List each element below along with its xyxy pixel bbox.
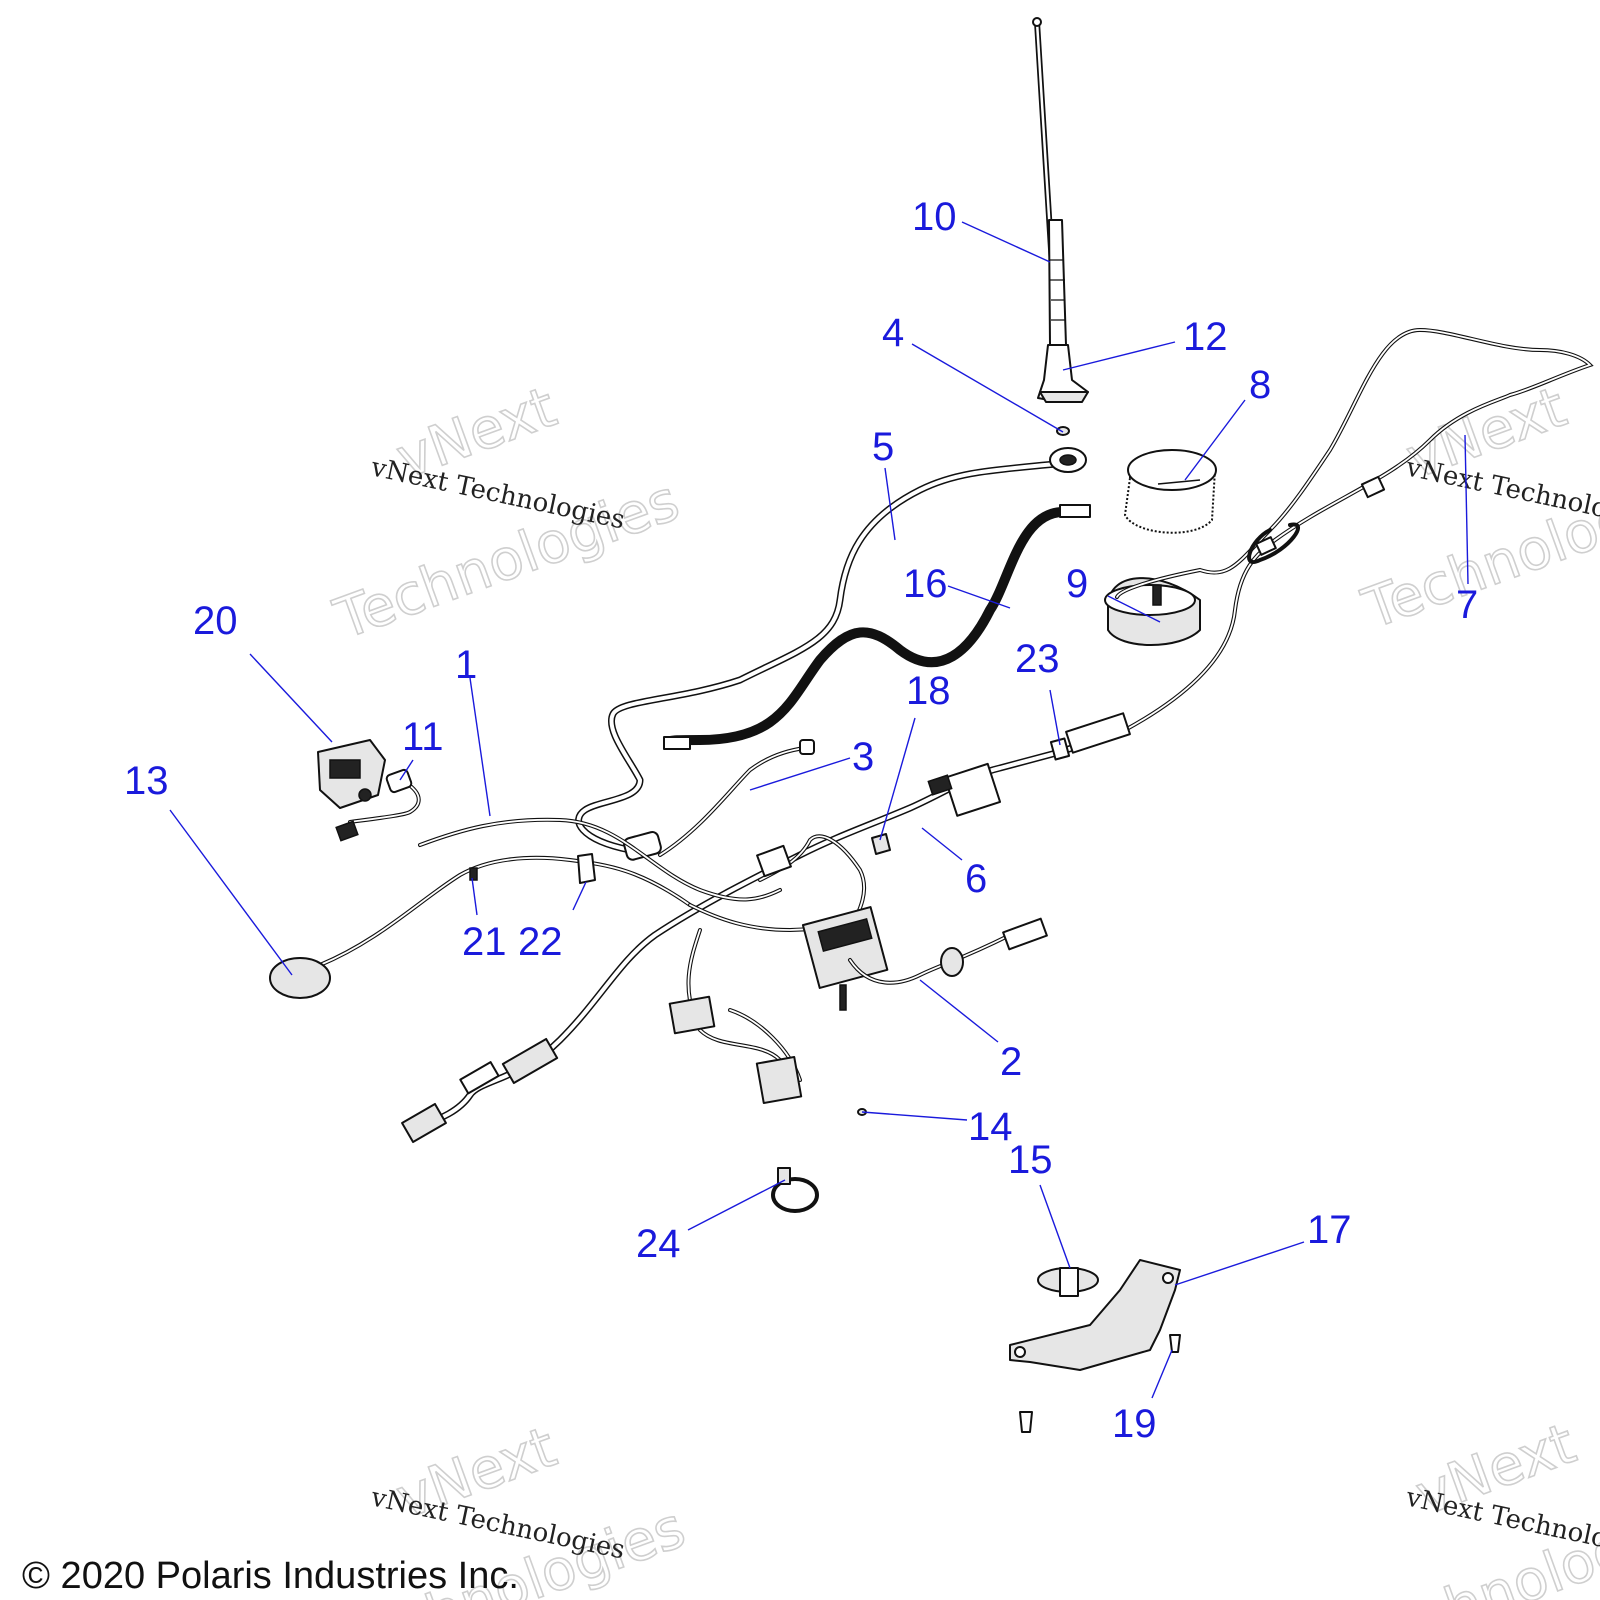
callout-8: 8 xyxy=(1249,363,1271,407)
callout-11: 11 xyxy=(402,715,444,759)
callout-17: 17 xyxy=(1307,1208,1352,1252)
clamp-part-24 xyxy=(771,1167,819,1213)
callout-13: 13 xyxy=(124,759,169,803)
clip-part-23 xyxy=(1049,737,1071,761)
callout-10: 10 xyxy=(912,195,957,239)
watermark-top-left: vNext Technologies vNext Technologies xyxy=(325,374,688,653)
callout-24: 24 xyxy=(636,1222,681,1266)
pigtail-part-2 xyxy=(848,917,1048,985)
cable-part-6 xyxy=(401,712,1131,1144)
callout-23: 23 xyxy=(1015,637,1060,681)
callout-labels: 10 12 4 5 8 16 9 7 23 18 3 6 1 11 20 13 … xyxy=(124,195,1478,1446)
ground-strap-part-16 xyxy=(663,504,1091,750)
callout-5: 5 xyxy=(872,425,894,469)
callout-4: 4 xyxy=(882,311,904,355)
callout-22: 22 xyxy=(518,920,563,964)
cover-part-8 xyxy=(1124,449,1217,534)
sensor-lead xyxy=(318,855,692,967)
watermark-small: vNext Technologies xyxy=(368,452,628,535)
callout-14: 14 xyxy=(968,1105,1013,1149)
watermark-bottom-right: vNext Technologies vNext Technologies xyxy=(1350,1411,1600,1600)
harness-part-1 xyxy=(418,817,782,902)
grommet-part-15 xyxy=(1037,1267,1099,1297)
callout-7: 7 xyxy=(1456,583,1478,627)
nut-part-4 xyxy=(1056,426,1070,436)
speaker-part-9 xyxy=(1104,577,1201,646)
harness-part-7 xyxy=(1115,327,1594,732)
sensor-pad-part-13 xyxy=(269,957,331,999)
central-harness-bundle xyxy=(668,834,889,1104)
switch-part-20 xyxy=(317,739,386,809)
cable-part-3 xyxy=(658,739,815,857)
callout-21: 21 xyxy=(462,920,507,964)
callout-20: 20 xyxy=(193,599,238,643)
leader-lines xyxy=(169,221,1469,1399)
callout-15: 15 xyxy=(1008,1138,1053,1182)
copyright-notice: © 2020 Polaris Industries Inc. xyxy=(22,1555,519,1597)
callout-6: 6 xyxy=(965,857,987,901)
callout-16: 16 xyxy=(903,562,948,606)
callout-2: 2 xyxy=(1000,1040,1022,1084)
clip-part-21 xyxy=(469,867,478,881)
antenna-base-part-12 xyxy=(1037,344,1089,403)
antenna-part-10 xyxy=(1032,17,1067,346)
callout-1: 1 xyxy=(455,643,477,687)
connector-part-11 xyxy=(335,768,421,842)
callout-19: 19 xyxy=(1112,1402,1157,1446)
antenna-cable-part-5 xyxy=(575,447,1087,861)
callout-3: 3 xyxy=(852,735,874,779)
callout-18: 18 xyxy=(906,669,951,713)
callout-9: 9 xyxy=(1066,562,1088,606)
screw-part-19 xyxy=(1019,1334,1181,1433)
bracket-part-17 xyxy=(1009,1259,1181,1371)
clip-part-22 xyxy=(577,853,596,884)
callout-12: 12 xyxy=(1183,315,1228,359)
